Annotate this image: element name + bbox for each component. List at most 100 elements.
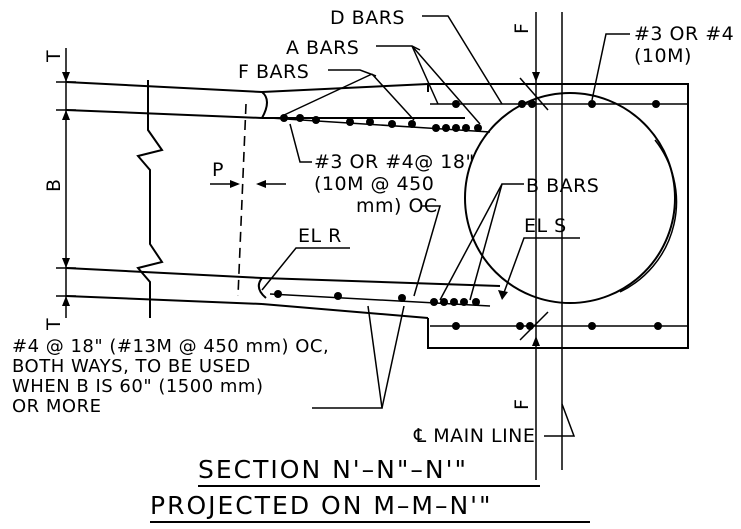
main-line-leader bbox=[544, 403, 576, 437]
dim-arrow bbox=[62, 110, 70, 120]
pipe-inner-arc bbox=[619, 139, 678, 293]
el-s-label: EL S bbox=[524, 215, 567, 237]
dim-arrow bbox=[62, 258, 70, 268]
f-top-slash bbox=[519, 77, 549, 111]
rebar-dot bbox=[588, 100, 596, 108]
top-corner-curve bbox=[261, 91, 268, 119]
rebar-dot bbox=[440, 298, 448, 306]
rebar-dot bbox=[408, 120, 416, 128]
el-s-arrow bbox=[498, 290, 508, 300]
a-bars-leader-1 bbox=[411, 45, 439, 105]
el-r-label: EL R bbox=[298, 225, 342, 247]
note-bottom-line4: OR MORE bbox=[12, 396, 101, 417]
p-dimension bbox=[210, 180, 286, 188]
note-bottom-leader-2 bbox=[381, 305, 405, 409]
rebar-dot bbox=[430, 298, 438, 306]
bottom-corner-curve bbox=[257, 277, 267, 299]
bottom-rebar-dots bbox=[269, 290, 662, 330]
b-dimension-label: B bbox=[43, 178, 65, 192]
rebar-dot bbox=[518, 100, 526, 108]
el-s-leader bbox=[501, 237, 580, 299]
bottom-wall-line bbox=[261, 303, 429, 319]
rebar-dot bbox=[452, 124, 460, 132]
f-bottom-label: F bbox=[511, 399, 533, 410]
wall-box bbox=[427, 83, 689, 349]
top-slab-line-upper bbox=[65, 81, 263, 93]
f-top-label: F bbox=[511, 23, 533, 34]
rebar-dot bbox=[312, 116, 320, 124]
note-bottom-line2: BOTH WAYS, TO BE USED bbox=[12, 356, 251, 377]
note-mid-line3: mm) OC bbox=[356, 195, 438, 217]
pipe-outer-circle bbox=[464, 92, 676, 304]
rebar-dot bbox=[388, 120, 396, 128]
rebar-dot bbox=[274, 290, 282, 298]
note-top-leader bbox=[591, 33, 630, 101]
rebar-dot bbox=[652, 100, 660, 108]
note-top-line2: (10M) bbox=[634, 45, 692, 67]
a-bars-leader-2 bbox=[411, 45, 481, 125]
f-bars-leader-2 bbox=[371, 73, 415, 121]
bottom-slab-line-upper bbox=[65, 267, 263, 279]
a-bars-label: A BARS bbox=[286, 37, 359, 59]
note-bottom-line3: WHEN B IS 60" (1500 mm) bbox=[12, 376, 263, 397]
rebar-dot bbox=[588, 322, 596, 330]
dashed-face-line bbox=[237, 103, 247, 297]
rebar-dot bbox=[450, 298, 458, 306]
title-line2: PROJECTED ON M–M–N'" bbox=[150, 491, 493, 520]
note-top-line1: #3 OR #4 bbox=[634, 23, 734, 45]
labels: D BARS A BARS F BARS T B T P F F #3 OR #… bbox=[12, 7, 734, 447]
f-bars-leader-1 bbox=[281, 73, 373, 117]
note-bottom-line1: #4 @ 18" (#13M @ 450 mm) OC, bbox=[12, 336, 329, 357]
b-bars-leader-2 bbox=[439, 183, 503, 301]
b-bars-leader bbox=[469, 183, 524, 301]
dimension-left bbox=[56, 48, 76, 318]
rebar-dot bbox=[452, 100, 460, 108]
f-arrow bbox=[532, 72, 540, 82]
f-bars-label: F BARS bbox=[238, 61, 309, 83]
bottom-slab-line-lower bbox=[65, 295, 263, 305]
top-wall-line bbox=[261, 83, 429, 93]
section-title: SECTION N'–N"–N'" PROJECTED ON M–M–N'" bbox=[150, 455, 590, 523]
rebar-dot bbox=[452, 322, 460, 330]
dim-arrow bbox=[62, 296, 70, 306]
el-r-leader bbox=[261, 247, 350, 291]
b-bars-label: B BARS bbox=[526, 175, 599, 197]
t-bottom-label: T bbox=[43, 318, 65, 331]
rebar-dot bbox=[654, 322, 662, 330]
d-bars-leader bbox=[422, 15, 503, 105]
rebar-dot bbox=[398, 294, 406, 302]
slab-outline bbox=[65, 81, 501, 319]
top-rebar-dots bbox=[269, 100, 660, 133]
d-bars-label: D BARS bbox=[330, 7, 405, 29]
pipe-circle bbox=[464, 92, 678, 304]
note-mid-leader bbox=[289, 123, 312, 163]
rebar-dot bbox=[460, 298, 468, 306]
p-dimension-label: P bbox=[212, 159, 224, 181]
note-bottom-leader bbox=[312, 305, 383, 409]
rebar-dot bbox=[516, 322, 524, 330]
leader-lines bbox=[261, 15, 630, 437]
top-slab-line-lower bbox=[65, 109, 263, 119]
rebar-dot bbox=[346, 118, 354, 126]
bottom-wall-inner-line bbox=[261, 277, 501, 287]
f-arrow bbox=[532, 336, 540, 346]
wall-box-outline bbox=[427, 83, 689, 349]
note-mid-line1: #3 OR #4@ 18" bbox=[314, 151, 475, 173]
rebar-dot bbox=[334, 292, 342, 300]
t-top-label: T bbox=[43, 50, 65, 63]
break-line bbox=[136, 80, 164, 318]
rebar-dot bbox=[526, 322, 534, 330]
dim-arrow bbox=[62, 72, 70, 82]
rebar-dot bbox=[474, 124, 482, 132]
main-line-label: ℄ MAIN LINE bbox=[413, 425, 535, 447]
rebar-dot bbox=[528, 100, 536, 108]
top-rebar-line bbox=[269, 117, 491, 133]
rebar-dot bbox=[442, 124, 450, 132]
note-mid-leader-2 bbox=[413, 205, 441, 297]
p-dim-arrow bbox=[256, 180, 266, 188]
note-mid-line2: (10M @ 450 bbox=[314, 173, 434, 195]
p-dim-arrow bbox=[230, 180, 240, 188]
rebar-dot bbox=[472, 298, 480, 306]
title-line1: SECTION N'–N"–N'" bbox=[198, 455, 468, 484]
